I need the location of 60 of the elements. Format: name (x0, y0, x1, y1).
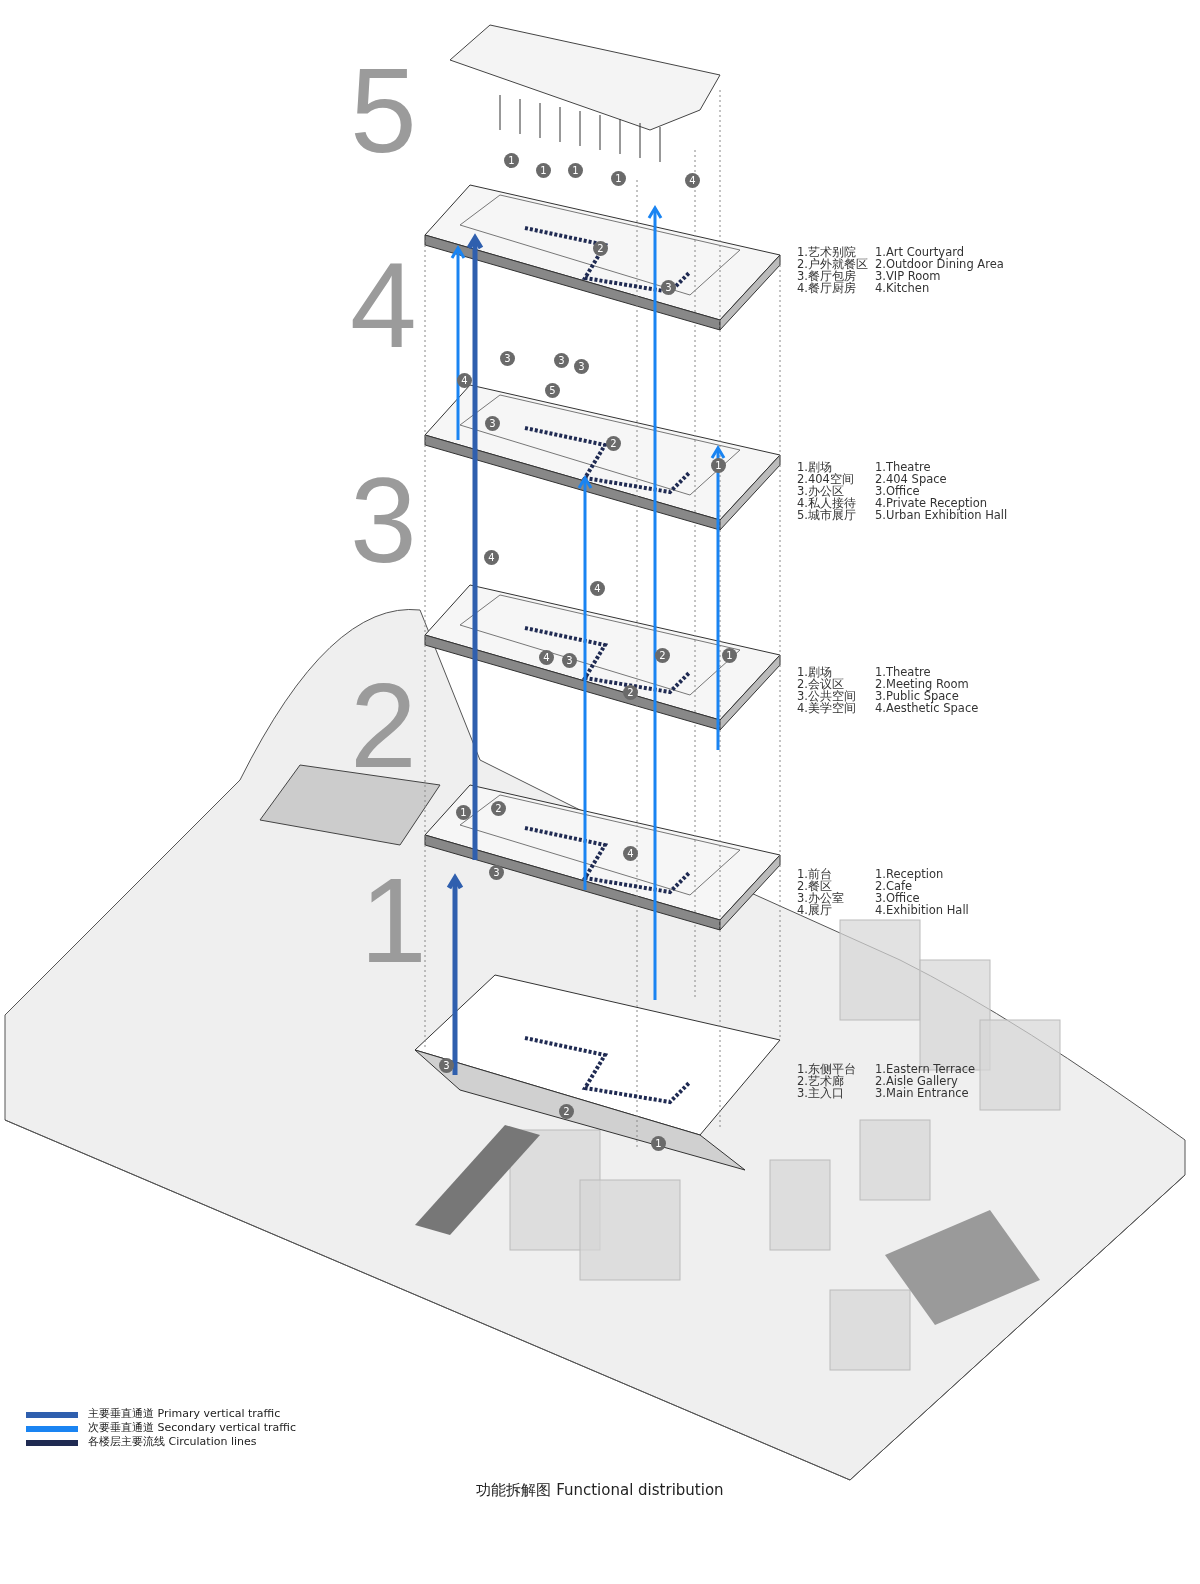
callout-number: 1 (611, 171, 626, 186)
callout-number: 4 (590, 581, 605, 596)
room-label: 1.艺术别院 (797, 246, 856, 258)
room-label: 5.城市展厅 (797, 509, 856, 521)
room-label: 4.Private Reception (875, 497, 987, 509)
room-label: 1.Eastern Terrace (875, 1063, 976, 1075)
floor-number: 4 (350, 245, 417, 365)
room-label: 1.剧场 (797, 461, 832, 473)
room-label: 3.Public Space (875, 690, 959, 702)
callout-number: 3 (574, 359, 589, 374)
room-label: 3.Office (875, 485, 920, 497)
room-label: 2.404 Space (875, 473, 947, 485)
room-label: 4.Aesthetic Space (875, 702, 979, 714)
room-label: 2.餐区 (797, 880, 832, 892)
room-label: 1.前台 (797, 868, 832, 880)
callout-number: 4 (484, 550, 499, 565)
room-label: 3.VIP Room (875, 270, 941, 282)
room-label: 4.私人接待 (797, 497, 856, 509)
room-label: 3.餐厅包房 (797, 270, 856, 282)
callout-number: 3 (500, 351, 515, 366)
room-label: 4.餐厅厨房 (797, 282, 856, 294)
room-label: 3.公共空间 (797, 690, 856, 702)
room-label: 2.Meeting Room (875, 678, 969, 690)
callout-number: 3 (554, 353, 569, 368)
room-label: 3.办公室 (797, 892, 844, 904)
room-label: 2.艺术廊 (797, 1075, 844, 1087)
room-label: 4.Kitchen (875, 282, 930, 294)
room-label: 2.会议区 (797, 678, 844, 690)
room-label: 3.Office (875, 892, 920, 904)
callout-number: 5 (545, 383, 560, 398)
callout-number: 1 (536, 163, 551, 178)
room-label: 1.Reception (875, 868, 944, 880)
room-label: 4.展厅 (797, 904, 832, 916)
room-label: 2.404空间 (797, 473, 854, 485)
room-label: 4.美学空间 (797, 702, 856, 714)
legend-label: 主要垂直通道 Primary vertical traffic (88, 1406, 281, 1421)
floor-number: 2 (350, 665, 417, 785)
room-label: 2.Outdoor Dining Area (875, 258, 1004, 270)
room-label: 1.Art Courtyard (875, 246, 964, 258)
room-label: 1.东侧平台 (797, 1063, 856, 1075)
room-label: 1.Theatre (875, 666, 931, 678)
legend-label: 次要垂直通道 Secondary vertical traffic (88, 1420, 297, 1435)
room-label: 3.办公区 (797, 485, 844, 497)
room-label: 5.Urban Exhibition Hall (875, 509, 1008, 521)
room-label: 1.Theatre (875, 461, 931, 473)
callout-number: 1 (568, 163, 583, 178)
room-label: 2.户外就餐区 (797, 258, 868, 270)
room-label: 4.Exhibition Hall (875, 904, 969, 916)
caption: 功能拆解图 Functional distribution (476, 1481, 724, 1499)
room-label: 3.主入口 (797, 1087, 844, 1099)
floor-number: 1 (360, 860, 427, 980)
callout-number: 1 (504, 153, 519, 168)
floor-number: 5 (350, 50, 417, 170)
legend-label: 各楼层主要流线 Circulation lines (88, 1434, 257, 1449)
room-label: 2.Aisle Gallery (875, 1075, 958, 1087)
room-label: 2.Cafe (875, 880, 913, 892)
room-label: 3.Main Entrance (875, 1087, 969, 1099)
room-label: 1.剧场 (797, 666, 832, 678)
floor-number: 3 (350, 460, 417, 580)
callout-number: 4 (685, 173, 700, 188)
